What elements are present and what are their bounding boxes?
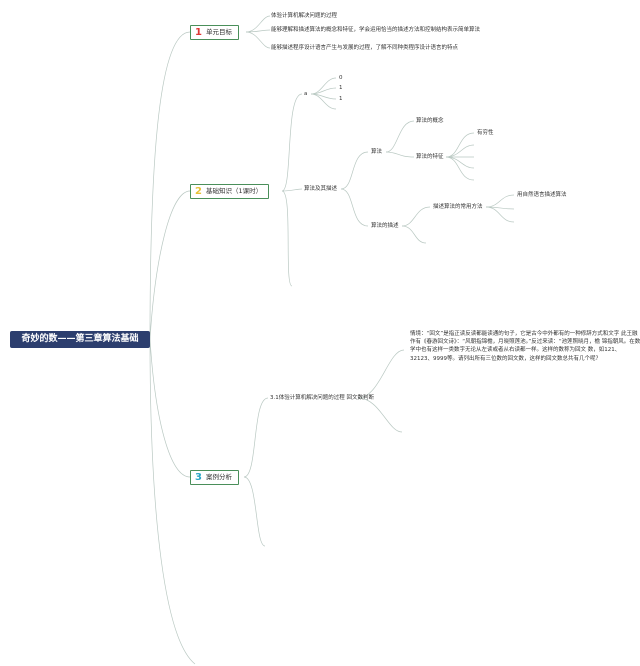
node-a-child-3[interactable]: 1 [339,96,343,102]
node-algorithm-concept[interactable]: 算法的概念 [416,118,444,124]
node-a-child-1[interactable]: 0 [339,75,343,81]
section-title: 案例分析 [205,473,232,481]
node-natural-language[interactable]: 用自然语言描述算法 [517,192,567,198]
node-a-child-2[interactable]: 1 [339,85,343,91]
goal-item-1[interactable]: 体验计算机解决问题的过程 [271,13,338,19]
node-algorithm-description[interactable]: 算法及其描述 [304,186,338,192]
node-finiteness[interactable]: 有穷性 [477,130,494,136]
goal-item-3[interactable]: 能够描述程序设计语言产生与发展的过程，了解不同种类程序设计语言的特点 [271,45,459,51]
section-number: 3 [195,472,202,483]
section-title: 单元目标 [205,28,232,36]
goal-item-2[interactable]: 能够理解和描述算法的概念和特征，学会运用恰当的描述方法和控制结构表示简单算法 [271,27,481,33]
mindmap-root[interactable]: 奇妙的数——第三章算法基础 [10,331,150,348]
section-title: 基础知识（1课时） [205,187,263,195]
node-a[interactable]: a [304,91,308,97]
node-case-context[interactable]: 情境：“回文”是指正读反读都能读通的句子，它是古今中外都有的一种修辞方式和文字 … [410,331,640,362]
node-case-title[interactable]: 3.1体验计算机解决问题的过程 回文数判断 [270,395,374,401]
node-common-methods[interactable]: 描述算法的常用方法 [433,204,483,210]
section-number: 2 [195,186,202,197]
node-algorithm-features[interactable]: 算法的特征 [416,154,444,160]
node-algorithm[interactable]: 算法 [371,149,383,155]
section-number: 1 [195,27,202,38]
node-algorithm-depiction[interactable]: 算法的描述 [371,223,399,229]
